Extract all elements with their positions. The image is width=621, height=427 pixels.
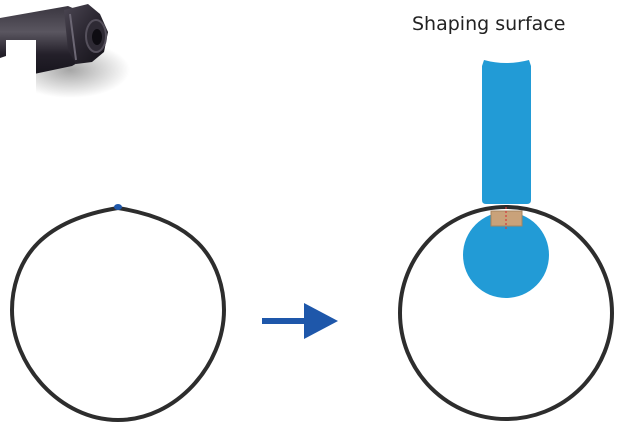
shaping-surface-bar xyxy=(482,60,531,204)
shaped-result xyxy=(398,60,614,421)
right-arrow-icon xyxy=(262,303,338,339)
initial-outline xyxy=(9,205,227,423)
initial-shape xyxy=(9,204,227,423)
shaping-surface-label: Shaping surface xyxy=(412,13,566,35)
tool-photo-icon xyxy=(0,4,130,100)
rotating-wheel xyxy=(463,212,549,298)
bump-marker xyxy=(114,204,122,210)
